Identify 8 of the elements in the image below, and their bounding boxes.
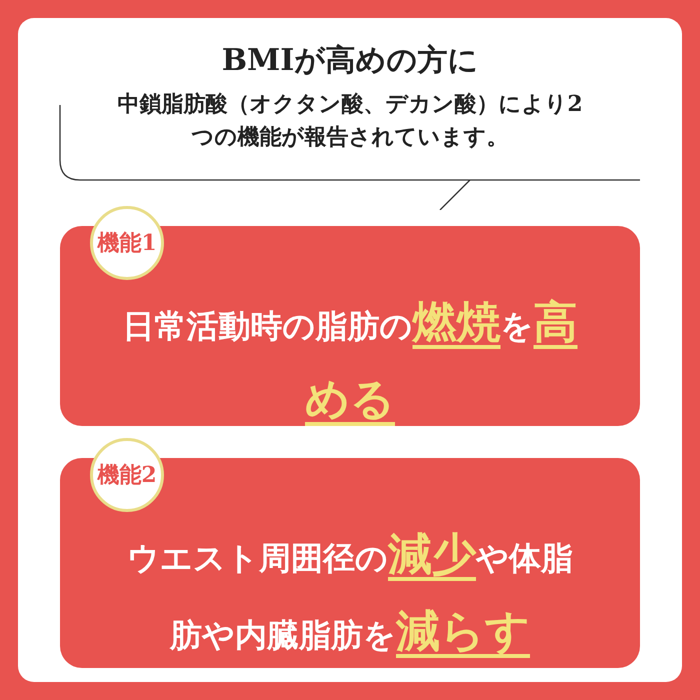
feature-text: 日常活動時の脂肪の燃焼を高める <box>122 296 578 427</box>
feature-card <box>60 458 640 668</box>
number-badge: 機能1 <box>90 206 164 280</box>
feature-card <box>60 226 640 426</box>
number-badge: 機能2 <box>90 438 164 512</box>
heading: BMIが高めの方に <box>220 42 480 80</box>
feature-text: ウエスト周囲径の減少や体脂肪や内臓脂肪を減らす <box>126 528 574 659</box>
body-text: 中鎖脂肪酸（オクタン酸、デカン酸）により2つの機能が報告されています。 <box>116 90 584 152</box>
